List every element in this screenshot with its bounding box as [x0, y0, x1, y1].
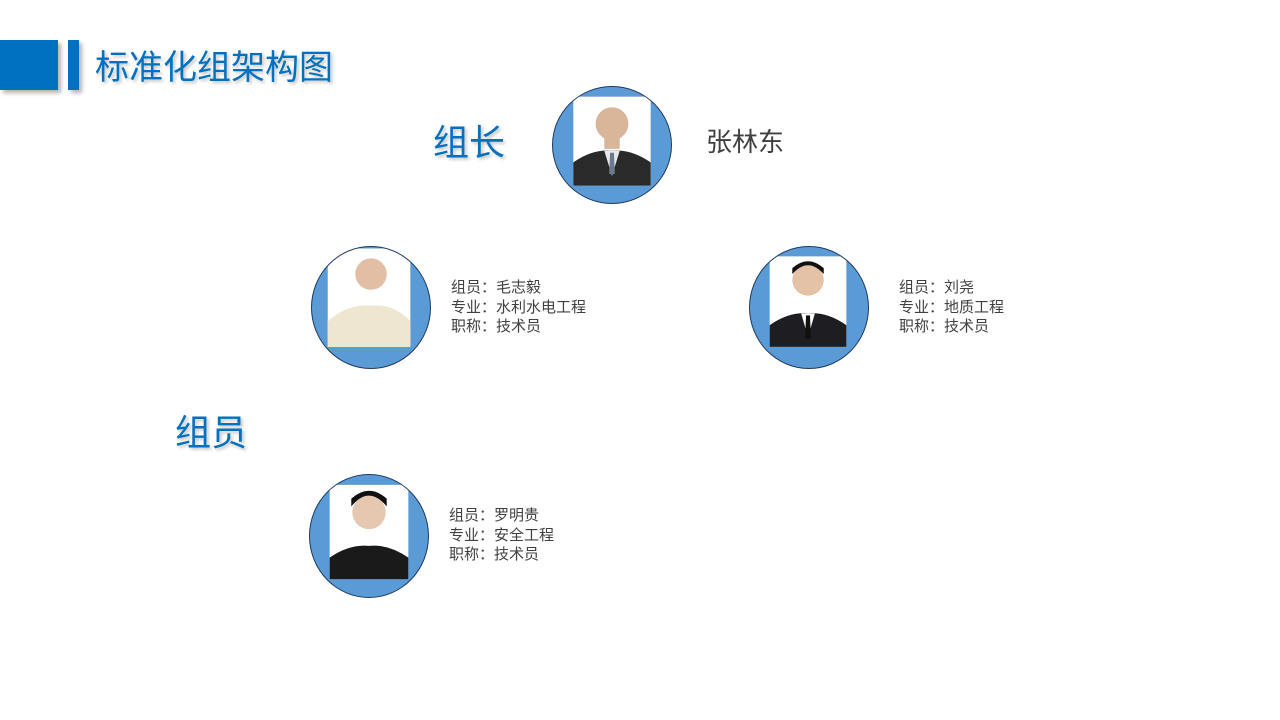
- person-photo-icon: [327, 248, 411, 347]
- member-avatar: [749, 246, 869, 369]
- leader-avatar: [552, 86, 672, 204]
- leader-name: 张林东: [706, 128, 785, 158]
- member-info: 组员：毛志毅 专业：水利水电工程 职称：技术员: [451, 278, 586, 337]
- member-title: 职称：技术员: [899, 317, 990, 335]
- member-avatar: [311, 246, 431, 369]
- member-info: 组员：罗明贵 专业：安全工程 职称：技术员: [449, 506, 554, 565]
- person-photo-icon: [573, 96, 651, 186]
- title-decoration-block: [0, 40, 58, 90]
- member-avatar: [309, 474, 429, 598]
- leader-role-label: 组长: [433, 123, 506, 164]
- member-title: 职称：技术员: [449, 545, 540, 563]
- person-photo-icon: [769, 256, 847, 347]
- page-title: 标准化组架构图: [95, 48, 333, 88]
- member-name: 组员：刘尧: [899, 278, 975, 296]
- member-title: 职称：技术员: [451, 317, 542, 335]
- member-major: 专业：地质工程: [899, 297, 1005, 316]
- member-major: 专业：水利水电工程: [451, 297, 587, 316]
- person-photo-icon: [329, 484, 409, 580]
- member-major: 专业：安全工程: [449, 525, 555, 544]
- member-info: 组员：刘尧 专业：地质工程 职称：技术员: [899, 278, 1004, 337]
- member-name: 组员：罗明贵: [449, 506, 540, 524]
- members-role-label: 组员: [175, 413, 248, 454]
- member-name: 组员：毛志毅: [451, 278, 542, 296]
- title-decoration-bar: [68, 40, 79, 90]
